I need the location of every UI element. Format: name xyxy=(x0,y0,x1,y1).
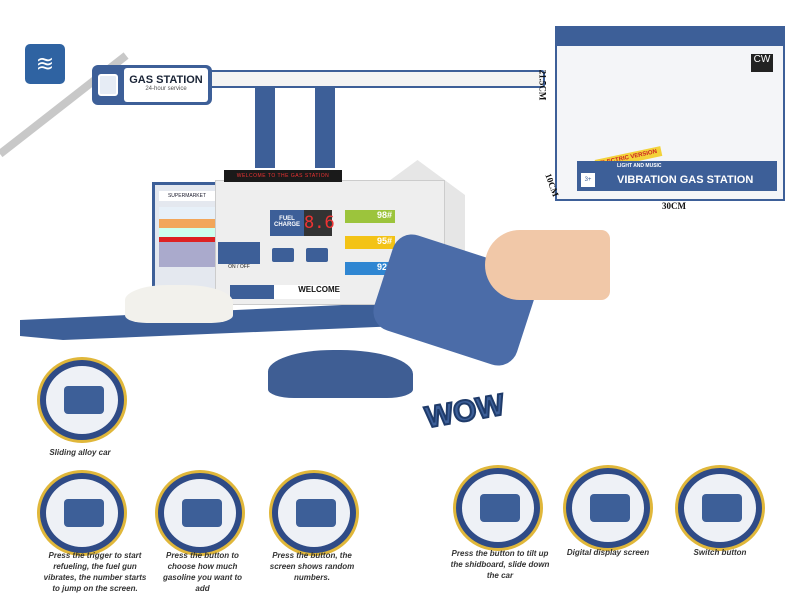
shelves xyxy=(159,207,215,267)
feature-image xyxy=(566,468,650,548)
sign-title: GAS STATION xyxy=(129,74,203,86)
on-off-label: ON / OFF xyxy=(228,264,250,270)
feature-image xyxy=(40,473,124,553)
feature-caption: Switch button xyxy=(693,548,747,557)
on-off-switch[interactable] xyxy=(218,242,260,264)
pillar xyxy=(255,88,275,168)
welcome-board: WELCOME xyxy=(230,285,340,299)
supermarket-label: SUPERMARKET xyxy=(159,191,215,201)
feature-image xyxy=(272,473,356,553)
fuel-button[interactable] xyxy=(272,248,294,262)
package-title: VIBRATION GAS STATION xyxy=(577,161,777,191)
feature-caption: Press the button to tilt up the shidboar… xyxy=(450,549,550,580)
brand-logo: CW xyxy=(751,54,773,72)
led-banner: WELCOME TO THE GAS STATION xyxy=(224,170,342,182)
pillar xyxy=(315,88,335,168)
wow-text: WOW xyxy=(422,387,508,435)
feature-caption: Sliding alloy car xyxy=(49,448,111,457)
fuel-charge-label: FUEL CHARGE xyxy=(270,210,304,236)
digital-display: 8.6 xyxy=(304,210,335,236)
feature-image xyxy=(40,360,124,440)
width-dim: 30CM xyxy=(662,201,686,211)
feature-caption: Press the button, the screen shows rando… xyxy=(269,551,355,582)
hand xyxy=(485,230,610,300)
canopy xyxy=(205,70,545,88)
feature-caption: Press the button to choose how much gaso… xyxy=(162,551,243,593)
package-subtitle: LIGHT AND MUSIC xyxy=(617,163,662,169)
feature-caption: Digital display screen xyxy=(566,548,650,557)
fuel-button-2[interactable] xyxy=(306,248,328,262)
feature-image xyxy=(678,468,762,548)
white-car xyxy=(125,285,233,323)
sign-subtitle: 24-hour service xyxy=(145,86,187,92)
price-98: 98# xyxy=(345,210,395,223)
height-dim: 21.5CM xyxy=(537,69,548,101)
fuel-pump-icon xyxy=(98,74,118,96)
feature-image xyxy=(456,468,540,548)
supermarket: SUPERMARKET xyxy=(152,182,222,292)
feature-caption: Press the trigger to start refueling, th… xyxy=(43,551,147,593)
price-95: 95# xyxy=(345,236,395,249)
vibration-icon: ≋ xyxy=(25,44,65,84)
age-badge: 3+ xyxy=(581,173,595,187)
price-92: 92# xyxy=(345,262,395,275)
package-box: CW ELECTRIC VERSION LIGHT AND MUSIC VIBR… xyxy=(555,26,785,201)
feature-image xyxy=(158,473,242,553)
blue-car xyxy=(268,350,413,398)
